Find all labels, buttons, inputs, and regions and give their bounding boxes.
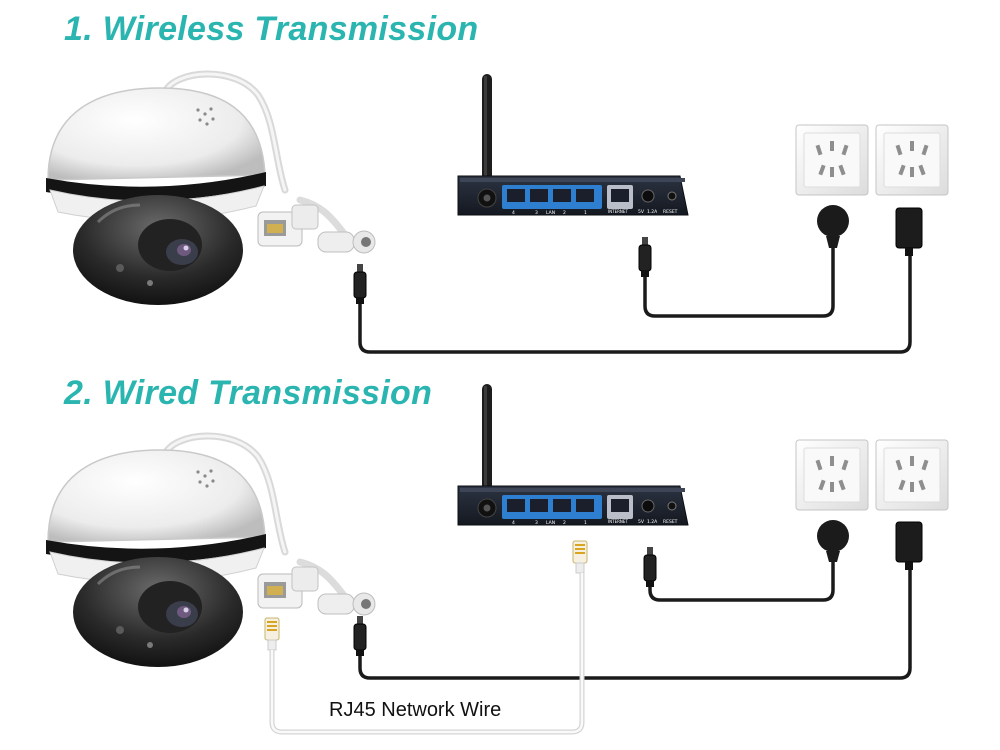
internet-port-label: INTERNET: [608, 209, 628, 214]
router-icon: [457, 73, 689, 216]
lan-port-3-label: 3: [535, 520, 538, 526]
wall-outlet-icon: [795, 439, 869, 511]
power-rating-label: 1.2A: [647, 209, 658, 215]
reset-label: RESET: [663, 209, 678, 215]
lan-port-2-label: 2: [563, 210, 566, 216]
router-power-cable: [648, 562, 835, 602]
dome-camera-icon: [46, 436, 375, 667]
power-adapter-icon: [895, 207, 923, 249]
power-plug-icon: [817, 520, 849, 552]
wall-outlet-icon: [795, 124, 869, 196]
dome-camera-icon: [46, 74, 375, 305]
section-title-wired: 2. Wired Transmission: [64, 374, 433, 412]
power-label: 5V: [638, 209, 645, 215]
lan-port-4-label: 4: [512, 520, 515, 526]
lan-label: LAN: [546, 520, 555, 526]
lan-port-4-label: 4: [512, 210, 515, 216]
lan-port-3-label: 3: [535, 210, 538, 216]
power-plug-icon: [817, 205, 849, 237]
dc-plug-icon: [353, 615, 367, 657]
lan-port-1-label: 1: [584, 210, 587, 216]
lan-port-2-label: 2: [563, 520, 566, 526]
router-icon: [457, 383, 689, 526]
power-rating-label: 1.2A: [647, 519, 658, 525]
camera-power-cable: [358, 570, 912, 680]
power-label: 5V: [638, 519, 645, 525]
rj45-plug-icon: [264, 617, 280, 651]
rj45-network-cable: [269, 573, 585, 735]
reset-label: RESET: [663, 519, 678, 525]
rj45-plug-icon: [572, 540, 588, 574]
lan-label: LAN: [546, 210, 555, 216]
wired-section: 4 3 LAN 2 1 INTERNET 5V 1.2A RESET: [46, 383, 949, 735]
router-power-cable: [643, 248, 835, 318]
wall-outlet-icon: [875, 124, 949, 196]
dc-plug-icon: [638, 236, 652, 278]
camera-power-cable: [358, 256, 912, 354]
internet-port-label: INTERNET: [608, 519, 628, 524]
power-adapter-icon: [895, 521, 923, 563]
rj45-wire-label: RJ45 Network Wire: [329, 699, 502, 721]
wireless-section: 4 3 LAN 2 1 INTERNET 5V 1.2A RESET: [46, 73, 949, 354]
lan-port-1-label: 1: [584, 520, 587, 526]
dc-plug-icon: [643, 546, 657, 588]
section-title-wireless: 1. Wireless Transmission: [64, 10, 479, 48]
wall-outlet-icon: [875, 439, 949, 511]
dc-plug-icon: [353, 263, 367, 305]
